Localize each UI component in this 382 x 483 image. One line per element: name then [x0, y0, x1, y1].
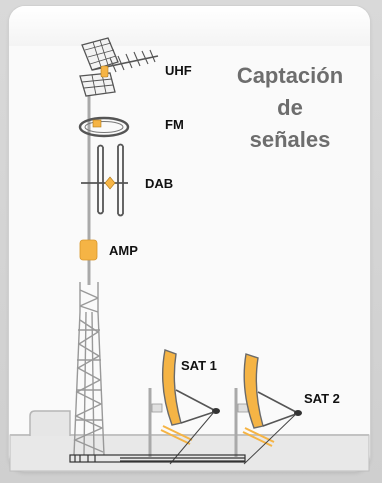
label-sat1: SAT 1 [181, 358, 217, 373]
title-line-3: señales [249, 127, 331, 152]
sat1-assembly [148, 349, 220, 465]
label-sat2: SAT 2 [304, 391, 340, 406]
ground-cabling [69, 454, 246, 463]
card-header-band [9, 6, 370, 46]
title-line-1: Captación [236, 63, 344, 88]
lattice-tower [73, 282, 105, 456]
uhf-antenna [79, 37, 159, 97]
title-line-2: de [277, 95, 303, 120]
label-fm: FM [165, 117, 184, 132]
label-amp: AMP [109, 243, 138, 258]
label-dab: DAB [145, 176, 174, 191]
label-uhf: UHF [165, 63, 192, 78]
building-outline [29, 410, 71, 436]
sat2-assembly [234, 353, 302, 465]
diagram-card [9, 6, 370, 471]
dab-antenna [81, 143, 128, 217]
amplifier-box [79, 239, 98, 261]
fm-antenna [78, 116, 130, 138]
diagram-title: Captación de señales [220, 60, 360, 156]
